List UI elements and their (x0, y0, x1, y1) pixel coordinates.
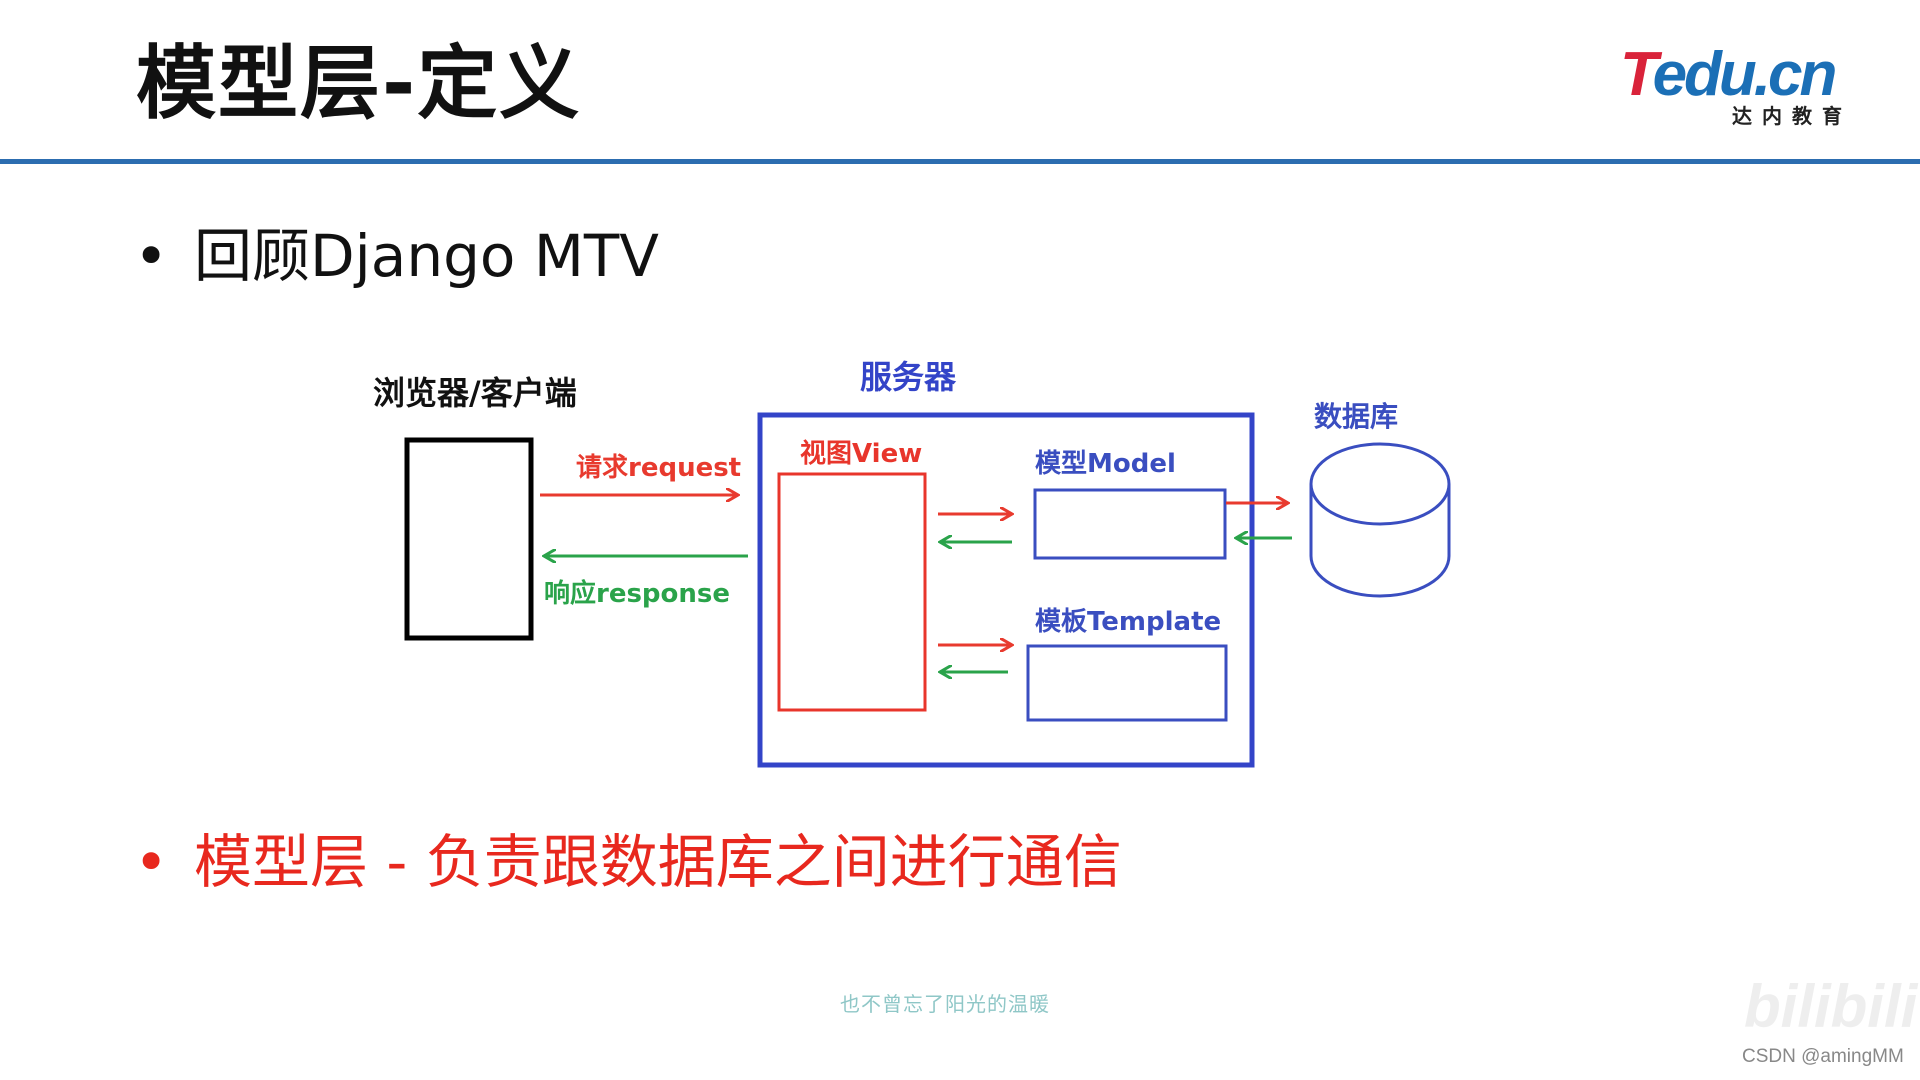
bullet-model-layer: • 模型层 - 负责跟数据库之间进行通信 (134, 828, 1122, 898)
client-box (404, 437, 534, 641)
logo-t: T (1620, 40, 1656, 109)
bilibili-logo: bilibili (1744, 973, 1918, 1040)
logo-rest: edu.cn (1652, 40, 1838, 109)
bullet-dot: • (134, 828, 169, 896)
bullet-text: 模型层 - 负责跟数据库之间进行通信 (194, 828, 1122, 896)
tedu-logo: Tedu.cn 达内教育 (1620, 44, 1860, 134)
database-label: 数据库 (1314, 400, 1398, 433)
video-subtitle: 也不曾忘了阳光的温暖 (840, 992, 1050, 1016)
bullet-dot: • (134, 222, 169, 290)
bullet-text: 回顾Django MTV (194, 222, 659, 290)
view-box (777, 472, 927, 712)
view-label: 视图View (800, 439, 922, 469)
response-label: 响应response (544, 578, 730, 609)
model-label: 模型Model (1035, 449, 1176, 479)
bullet-review-mtv: • 回顾Django MTV (134, 222, 659, 292)
model-box (1033, 488, 1227, 560)
server-label: 服务器 (860, 358, 957, 396)
database-cylinder-icon (1309, 442, 1451, 598)
logo-wordmark: Tedu.cn (1620, 44, 1837, 106)
slide-title: 模型层-定义 (136, 37, 582, 130)
logo-subtitle: 达内教育 (1732, 104, 1852, 128)
client-label: 浏览器/客户端 (373, 374, 577, 412)
title-divider (0, 159, 1920, 164)
server-box (757, 412, 1255, 768)
request-label: 请求request (576, 453, 741, 483)
template-box (1026, 644, 1228, 722)
template-label: 模板Template (1035, 607, 1221, 637)
csdn-watermark: CSDN @amingMM (1742, 1046, 1904, 1067)
